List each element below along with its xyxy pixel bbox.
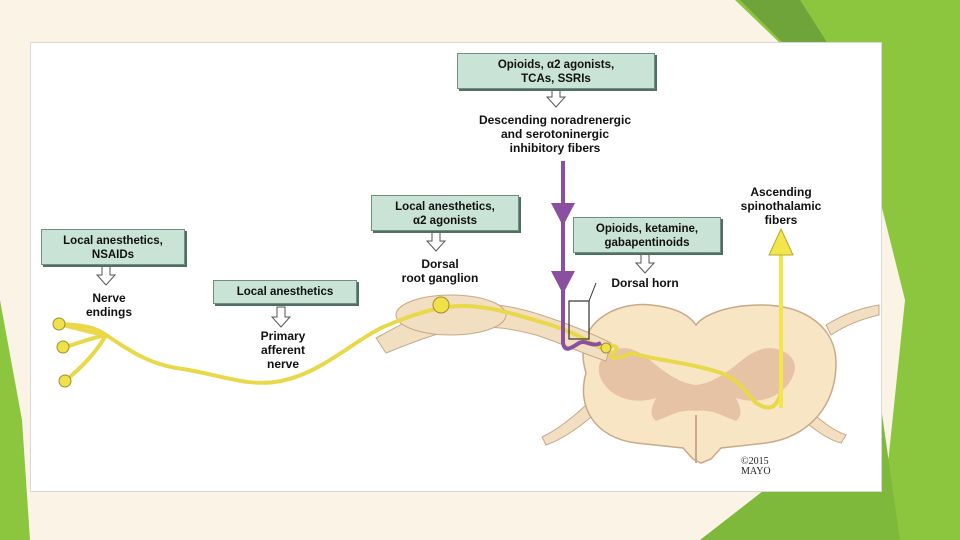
pointer-ganglion xyxy=(425,230,447,252)
green-accent-right xyxy=(735,0,960,540)
pointer-dorsal-horn xyxy=(634,252,656,274)
cord-fiber xyxy=(600,253,783,410)
dorsal-horn-synapse xyxy=(600,342,612,354)
pointer-nerve-endings xyxy=(95,264,117,286)
pointer-afferent xyxy=(270,306,292,328)
drug-box-afferent: Local anesthetics xyxy=(213,280,357,304)
descending-fiber xyxy=(561,161,602,351)
nerve-ending-bulb-1 xyxy=(52,317,66,331)
label-dorsal-horn: Dorsal horn xyxy=(611,276,679,290)
diagram-drawing xyxy=(52,86,880,464)
drug-box-dorsal-horn: Opioids, ketamine, gabapentinoids xyxy=(573,217,721,253)
ascending-arrowhead xyxy=(768,227,794,256)
label-dorsal-root-ganglion: Dorsal root ganglion xyxy=(401,257,479,285)
label-ascending-fibers: Ascending spinothalamic fibers xyxy=(740,185,822,227)
label-descending-fibers: Descending noradrenergic and serotoniner… xyxy=(478,113,632,155)
drug-box-ganglion: Local anesthetics, α2 agonists xyxy=(371,195,519,231)
nerve-ending-bulb-3 xyxy=(58,374,72,388)
drug-box-nerve-endings: Local anesthetics, NSAIDs xyxy=(41,229,185,265)
dorsal-horn-marker xyxy=(568,300,590,340)
dorsal-horn-leader xyxy=(588,282,597,302)
nerve-ending-bulb-2 xyxy=(56,340,70,354)
box-pointer-arrows xyxy=(95,86,656,328)
label-primary-afferent: Primary afferent nerve xyxy=(260,329,306,371)
gray-matter xyxy=(598,348,795,421)
green-accent-left xyxy=(0,300,30,540)
descending-arrow-2 xyxy=(551,271,575,294)
primary-afferent-nerve xyxy=(58,303,602,385)
drug-box-descending: Opioids, α2 agonists, TCAs, SSRIs xyxy=(457,53,655,89)
ganglion-cell-body xyxy=(432,296,450,314)
mayo-copyright: ©2015 MAYO xyxy=(741,456,771,477)
dorsal-root-right xyxy=(825,304,880,336)
pointer-top xyxy=(545,86,567,108)
label-nerve-endings: Nerve endings xyxy=(85,291,132,319)
pain-pathway-figure: Opioids, α2 agonists, TCAs, SSRIs Local … xyxy=(30,42,882,492)
descending-arrow-1 xyxy=(551,203,575,226)
